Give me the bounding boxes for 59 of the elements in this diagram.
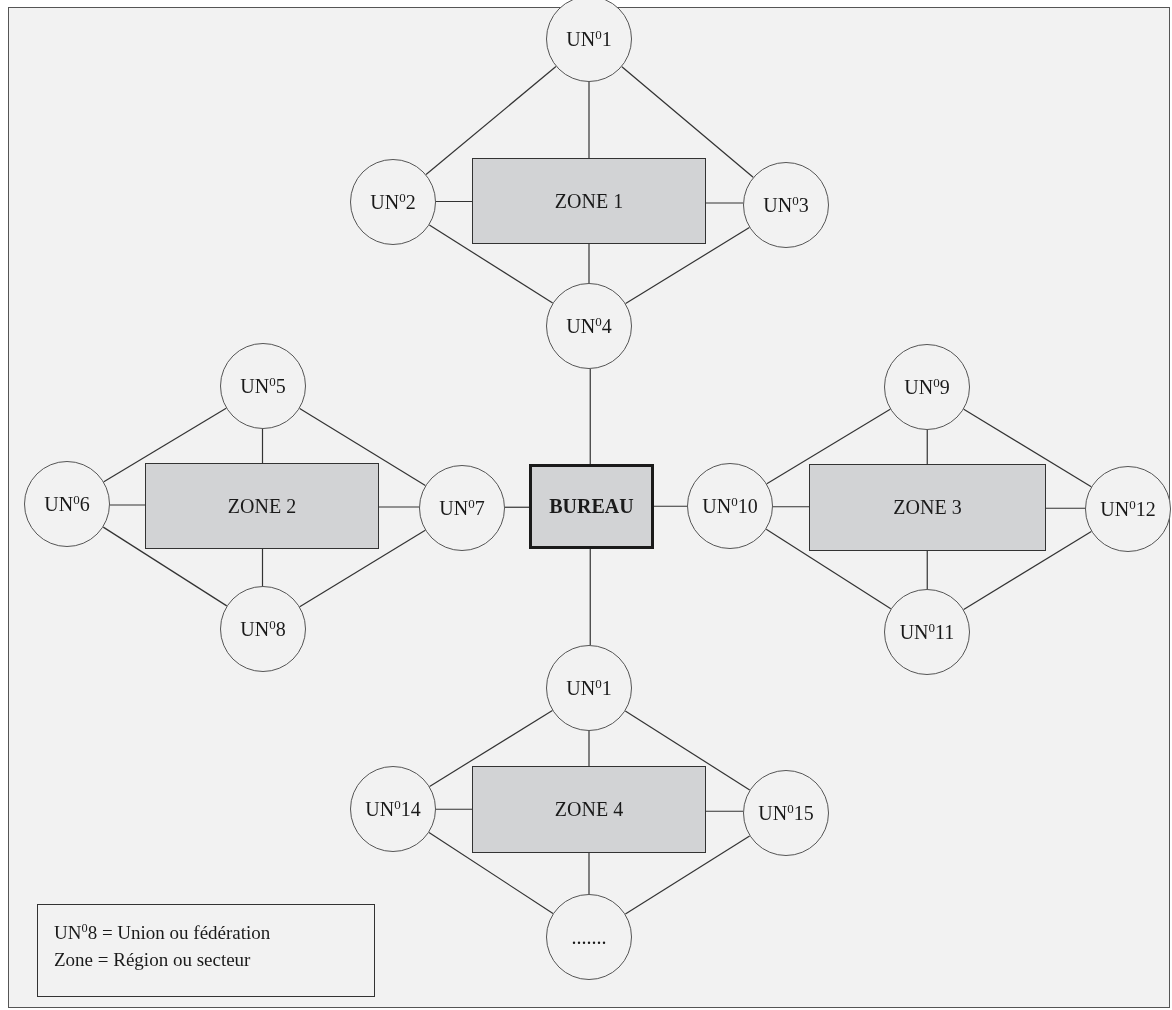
bureau-box: BUREAU [529, 464, 654, 549]
connector-line [625, 226, 750, 305]
union-circle: UN$^{0}$8 [220, 586, 306, 672]
union-circle: UN$^{0}$12 [1085, 466, 1171, 552]
connector-line [772, 506, 810, 508]
connector-line [429, 710, 553, 787]
connector-line [435, 808, 473, 810]
connector-line [103, 407, 227, 483]
connector-line [705, 810, 744, 812]
connector-line [653, 505, 688, 507]
connector-line [766, 408, 891, 485]
connector-line [624, 835, 751, 915]
zone-box: ZONE 3 [809, 464, 1046, 551]
union-circle: UN$^{0}$1 [546, 0, 632, 82]
zone-box: ZONE 4 [472, 766, 706, 853]
union-circle: UN$^{0}$10 [687, 463, 773, 549]
connector-line [621, 66, 754, 178]
connector-line [588, 243, 590, 284]
connector-line [765, 528, 892, 610]
connector-line [963, 530, 1092, 611]
key-note: UN$^{0}$8 = Union ou fédération [54, 920, 272, 945]
union-circle: UN$^{0}$9 [884, 344, 970, 430]
connector-line [299, 407, 426, 487]
union-circle: UN$^{0}$15 [743, 770, 829, 856]
union-circle: UN$^{0}$1 [546, 645, 632, 731]
connector-line [589, 368, 591, 465]
union-circle: UN$^{0}$5 [220, 343, 306, 429]
union-circle: UN$^{0}$14 [350, 766, 436, 852]
connector-line [588, 852, 590, 895]
connector-line [963, 408, 1092, 488]
union-circle: UN$^{0}$6 [24, 461, 110, 547]
connector-line [504, 506, 530, 508]
connector-line [1045, 507, 1086, 509]
connector-line [425, 65, 557, 176]
union-circle: ....... [546, 894, 632, 980]
connector-line [588, 81, 590, 159]
connector-line [378, 506, 420, 508]
connector-line [261, 548, 264, 587]
connector-line [926, 550, 928, 590]
key-note: Zone = Région ou secteur [54, 948, 252, 972]
connector-line [705, 202, 744, 204]
connector-line [926, 429, 928, 465]
connector-line [428, 224, 554, 304]
connector-line [299, 529, 426, 608]
connector-line [428, 831, 554, 915]
connector-line [102, 526, 228, 607]
zone-box: ZONE 2 [145, 463, 379, 549]
connector-line [435, 200, 473, 203]
union-circle: UN$^{0}$11 [884, 589, 970, 675]
union-circle: UN$^{0}$3 [743, 162, 829, 248]
connector-line [109, 504, 146, 506]
connector-line [624, 710, 751, 791]
union-circle: UN$^{0}$4 [546, 283, 632, 369]
union-circle: UN$^{0}$2 [350, 159, 436, 245]
connector-line [589, 548, 591, 646]
connector-line [588, 730, 590, 767]
union-circle: UN$^{0}$7 [419, 465, 505, 551]
connector-line [261, 428, 264, 464]
zone-box: ZONE 1 [472, 158, 706, 244]
